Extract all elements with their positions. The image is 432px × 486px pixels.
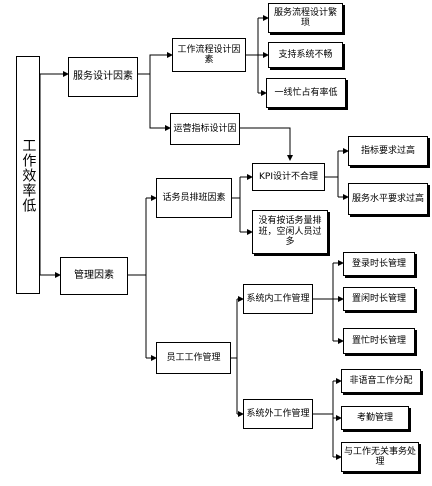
workflow-design-node: 工作流程设计因素 (172, 38, 246, 72)
no-scheduling-node: 没有按话务量排班，空闲人员过多 (252, 210, 328, 254)
non-voice-node: 非语音工作分配 (341, 369, 421, 393)
line-occupancy-node: 一线忙占有率低 (266, 78, 346, 108)
arrow-root-management (39, 165, 61, 278)
service-design-node: 服务设计因素 (68, 57, 138, 97)
arrow-root-service (39, 71, 69, 165)
operation-indicator-node: 运营指标设计因 (170, 113, 240, 145)
attendance-node: 考勤管理 (341, 406, 409, 430)
root-node: 工作效率低 (16, 56, 40, 294)
out-system-node: 系统外工作管理 (243, 399, 313, 429)
service-level-high-node: 服务水平要求过高 (348, 183, 428, 215)
kpi-unreasonable-node: KPI设计不合理 (252, 163, 325, 191)
process-bottleneck-node: 服务流程设计繁琐 (268, 3, 343, 33)
in-system-node: 系统内工作管理 (243, 284, 313, 314)
staff-management-node: 员工工作管理 (156, 342, 231, 374)
idle-time-node: 置闲时长管理 (343, 287, 415, 311)
agent-scheduling-node: 话务员排班因素 (156, 178, 232, 218)
system-unstable-node: 支持系统不畅 (268, 42, 343, 68)
busy-time-node: 置忙时长管理 (343, 328, 415, 354)
indicator-high-node: 指标要求过高 (348, 136, 428, 166)
login-time-node: 登录时长管理 (343, 252, 415, 276)
unrelated-node: 与工作无关事务处理 (341, 442, 419, 472)
management-node: 管理因素 (60, 257, 128, 295)
arrow-service-operation (149, 74, 171, 131)
arrow-operation-kpi (240, 127, 293, 161)
arrow-service-workflow (138, 52, 173, 75)
